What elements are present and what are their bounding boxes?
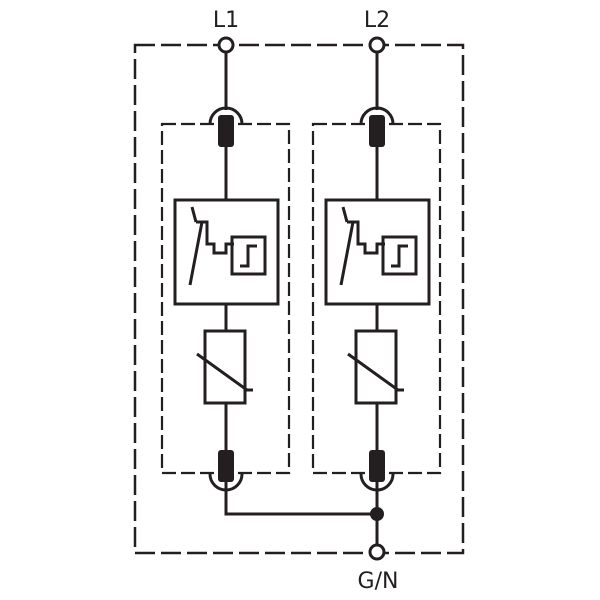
switch-linkage-l1 <box>196 220 234 255</box>
switch-blade-l1 <box>188 221 204 286</box>
switch-lever-l1 <box>190 206 198 223</box>
terminal-l2 <box>368 36 386 54</box>
switch-blade-l2 <box>339 221 355 286</box>
varistor-l2 <box>354 329 398 405</box>
varistor-slash-l1 <box>196 352 253 392</box>
protection-module-l1 <box>160 52 291 492</box>
terminal-label-l2: L2 <box>364 8 390 33</box>
fuse-bottom-l2 <box>369 450 385 482</box>
thermal-step-icon-l1 <box>240 244 257 268</box>
thermal-step-icon-l2 <box>391 244 408 268</box>
junction-dot <box>370 507 384 521</box>
varistor-l1 <box>203 329 247 405</box>
switch-linkage-l2 <box>347 220 385 255</box>
contact-arc-top-l2 <box>359 106 395 125</box>
switch-lever-l2 <box>341 206 349 223</box>
common-bus-wire <box>224 482 377 516</box>
terminal-l1 <box>217 36 235 54</box>
fuse-top-l2 <box>369 115 385 147</box>
terminal-label-l1: L1 <box>213 8 239 33</box>
varistor-slash-l2 <box>347 352 404 392</box>
terminal-gn <box>368 543 386 561</box>
thermal-element-l2 <box>381 235 418 276</box>
terminal-label-gn: G/N <box>358 569 399 594</box>
contact-arc-top-l1 <box>208 106 244 125</box>
outer-enclosure <box>133 43 465 555</box>
fuse-top-l1 <box>218 115 234 147</box>
thermal-element-l1 <box>230 235 267 276</box>
protection-module-l2 <box>311 52 442 492</box>
fuse-bottom-l1 <box>218 450 234 482</box>
